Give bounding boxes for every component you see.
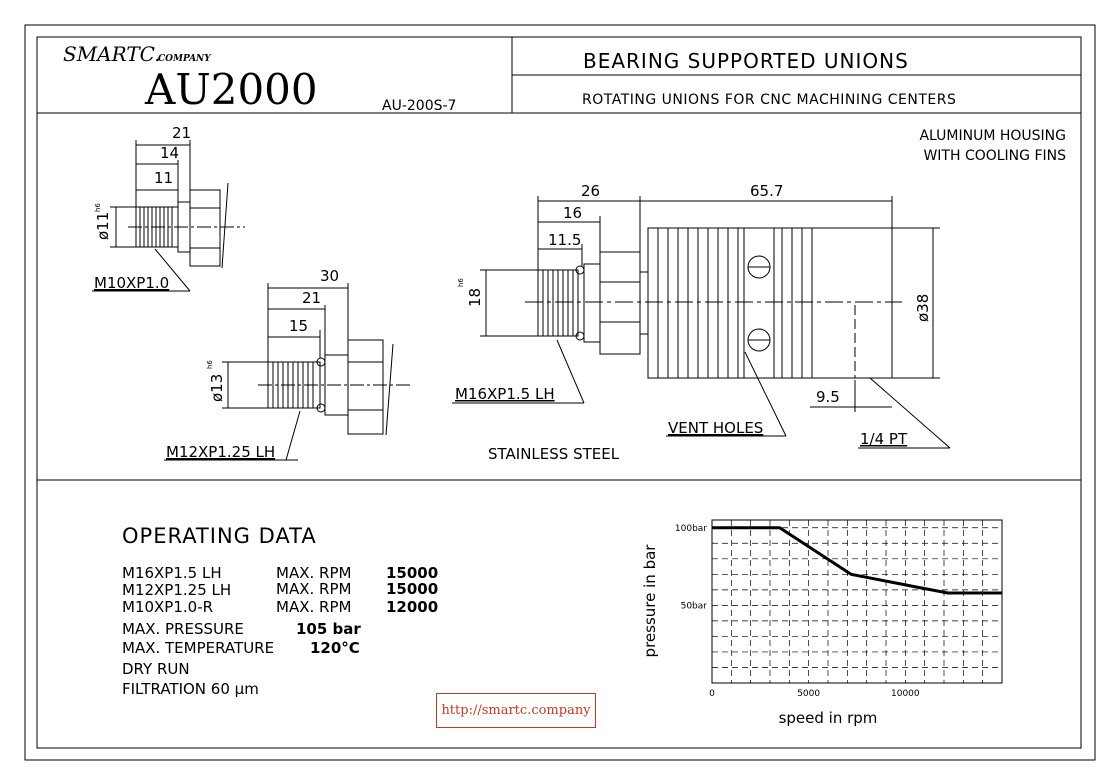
company-name: SMARTC. <box>63 42 161 66</box>
main-dim-9-5: 9.5 <box>816 388 840 406</box>
temperature-label: MAX. TEMPERATURE <box>122 639 274 657</box>
small-tolerance: h6 <box>94 203 102 212</box>
filtration: FILTRATION 60 μm <box>122 680 259 698</box>
main-dim-18: 18 <box>466 288 484 307</box>
pressure-value: 105 bar <box>296 620 361 638</box>
medium-dim-30: 30 <box>320 267 339 285</box>
model-number: AU2000 <box>144 65 318 114</box>
temperature-value: 120°C <box>310 639 360 657</box>
rpm-table: M16XP1.5 LH MAX. RPM 15000 M12XP1.25 LH … <box>122 564 438 616</box>
main-tolerance: h6 <box>457 278 465 287</box>
chart-y-tick-label: 100bar <box>675 524 707 534</box>
main-thread: M16XP1.5 LH <box>455 385 555 403</box>
dry-run: DRY RUN <box>122 660 190 678</box>
rpm-row-3-label: MAX. RPM <box>276 598 351 616</box>
chart-y-label: pressure in bar <box>641 544 659 658</box>
medium-fitting <box>164 283 410 461</box>
chart-series-line <box>712 526 1002 595</box>
chart-x-tick-label: 10000 <box>891 689 920 699</box>
chart-plot-area <box>711 519 1003 684</box>
port-label: 1/4 PT <box>860 430 908 448</box>
stainless-steel-label: STAINLESS STEEL <box>488 445 620 463</box>
drawing-number: AU-200S-7 <box>382 98 456 114</box>
main-dim-26: 26 <box>581 182 600 200</box>
main-union <box>452 196 951 449</box>
main-dim-11-5: 11.5 <box>548 231 581 249</box>
rpm-row-1-value: 15000 <box>386 564 438 582</box>
chart-ticks: 0 5000 10000 50bar 100bar <box>675 524 920 699</box>
small-diameter: ø11 <box>94 212 112 240</box>
rpm-row-1-label: MAX. RPM <box>276 564 351 582</box>
main-dim-38: ø38 <box>914 294 932 322</box>
medium-thread: M12XP1.25 LH <box>166 443 275 461</box>
main-dim-65-7: 65.7 <box>750 182 783 200</box>
main-title: BEARING SUPPORTED UNIONS <box>583 49 909 73</box>
rpm-row-1-thread: M16XP1.5 LH <box>122 564 222 582</box>
chart-grid <box>712 520 1002 683</box>
main-dim-16: 16 <box>563 204 582 222</box>
subtitle: ROTATING UNIONS FOR CNC MACHINING CENTER… <box>582 92 956 108</box>
small-thread: M10XP1.0 <box>94 274 169 292</box>
medium-tolerance: h6 <box>206 360 214 369</box>
medium-dim-21: 21 <box>302 289 321 307</box>
medium-dim-15: 15 <box>289 317 308 335</box>
chart-x-tick-label: 0 <box>709 689 715 699</box>
rpm-row-2-label: MAX. RPM <box>276 580 351 598</box>
chart-x-tick-label: 5000 <box>797 689 820 699</box>
small-dim-21: 21 <box>172 124 191 142</box>
website-link[interactable]: http://smartc.company <box>436 693 596 728</box>
pressure-speed-chart: 0 5000 10000 50bar 100bar speed in rpm press… <box>641 519 1003 727</box>
chart-series <box>711 526 1003 595</box>
inner-border <box>36 36 1082 749</box>
pressure-label: MAX. PRESSURE <box>122 620 244 638</box>
small-dim-14: 14 <box>160 144 179 162</box>
company-suffix: COMPANY <box>158 54 212 64</box>
operating-data-heading: OPERATING DATA <box>122 524 317 548</box>
rpm-row-3-value: 12000 <box>386 598 438 616</box>
outer-border <box>24 24 1096 761</box>
chart-y-tick-label: 50bar <box>681 601 708 611</box>
rpm-row-3-thread: M10XP1.0-R <box>122 598 213 616</box>
housing-note-line1: ALUMINUM HOUSING <box>919 128 1066 144</box>
rpm-row-2-value: 15000 <box>386 580 438 598</box>
small-fitting <box>92 140 245 292</box>
rpm-row-2-thread: M12XP1.25 LH <box>122 581 231 599</box>
chart-x-label: speed in rpm <box>779 709 878 727</box>
vent-holes-label: VENT HOLES <box>668 419 763 437</box>
small-dim-11: 11 <box>154 169 173 187</box>
medium-diameter: ø13 <box>208 374 226 402</box>
housing-note-line2: WITH COOLING FINS <box>923 148 1066 164</box>
